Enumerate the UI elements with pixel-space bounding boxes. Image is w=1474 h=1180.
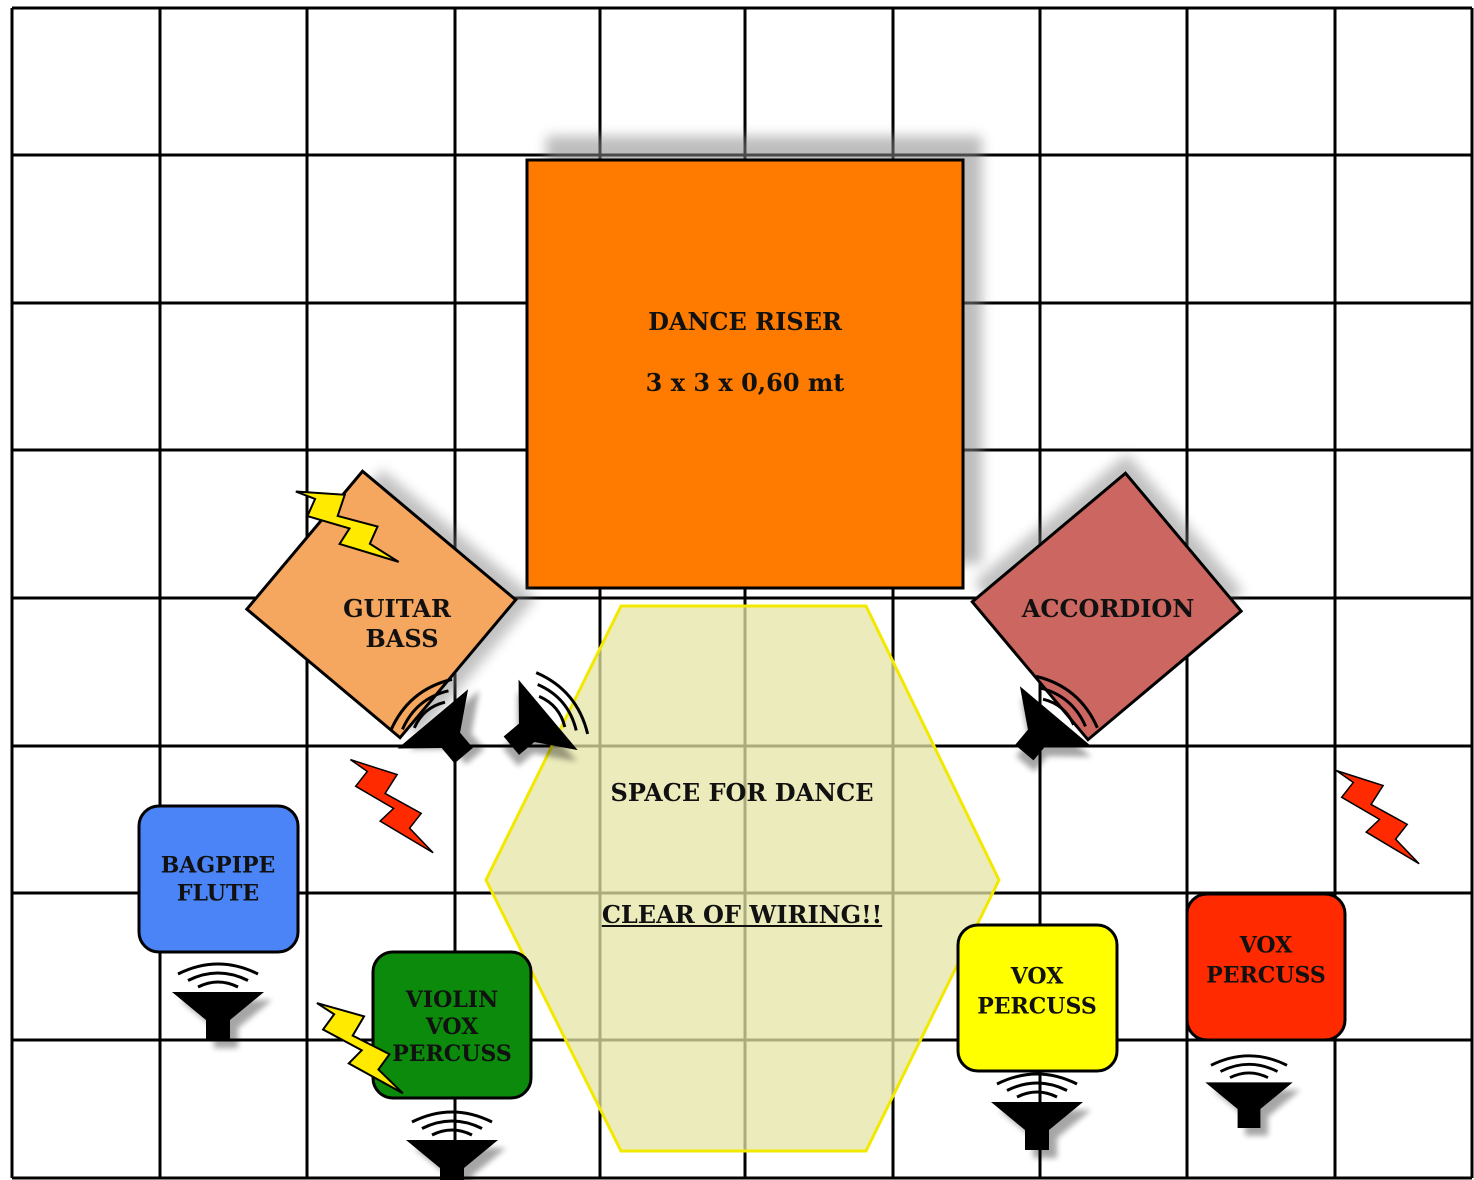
power-bolt-icon: [295, 490, 400, 563]
violin-label: VIOLIN VOX PERCUSS: [392, 987, 512, 1067]
monitor-speaker-icon: [389, 677, 485, 765]
bagpipe-label: BAGPIPE: [160, 852, 276, 879]
vox-red-line2: PERCUSS: [1206, 962, 1326, 988]
vox-yellow-station: [956, 923, 1119, 1073]
guitar-label: GUITAR: [343, 594, 451, 623]
vox-red-line1: VOX: [1239, 932, 1293, 959]
riser-title: DANCE RISER: [648, 307, 842, 336]
dance-space-hexagon: [484, 604, 1001, 1153]
monitor-speaker-icon: [1205, 1054, 1301, 1136]
violin-line2: VOX: [425, 1013, 479, 1040]
accordion-station: [970, 453, 1244, 742]
guitar-bass-station: [244, 469, 536, 740]
monitor-speaker-icon: [172, 962, 272, 1048]
vox-yellow-line2: PERCUSS: [977, 993, 1097, 1019]
flute-label: FLUTE: [176, 880, 260, 906]
vox-yellow-label: VOX PERCUSS: [977, 962, 1097, 1021]
monitor-speaker-icon: [991, 1072, 1091, 1158]
bass-label: BASS: [365, 624, 439, 653]
power-bolt-icon: [316, 1002, 404, 1095]
bagpipe-flute-station: [137, 804, 300, 954]
dance-riser: [525, 158, 965, 590]
riser-size: 3 x 3 x 0,60 mt: [645, 368, 845, 397]
power-bolt-icon: [349, 758, 434, 854]
power-bolt-icon: [1335, 769, 1420, 865]
monitor-layer: [172, 671, 1301, 1180]
vox-red-label: VOX PERCUSS: [1206, 931, 1326, 990]
violin-line3: PERCUSS: [392, 1040, 512, 1067]
monitor-speaker-icon: [1015, 674, 1099, 772]
monitor-speaker-icon: [406, 1110, 506, 1180]
vox-red-station: [1185, 892, 1347, 1042]
clear-of-wiring-label: CLEAR OF WIRING!!: [601, 900, 883, 929]
bagpipe-flute-label: BAGPIPE FLUTE: [161, 853, 276, 908]
dance-space-label: SPACE FOR DANCE: [610, 778, 874, 807]
monitor-speaker-icon: [502, 671, 590, 767]
power-bolts: [295, 490, 1420, 1095]
violin-station: [371, 950, 533, 1100]
accordion-label: ACCORDION: [1021, 594, 1195, 623]
violin-line1: VIOLIN: [405, 986, 499, 1013]
guitar-bass-label: GUITAR BASS: [343, 594, 451, 654]
vox-yellow-line1: VOX: [1010, 963, 1064, 990]
